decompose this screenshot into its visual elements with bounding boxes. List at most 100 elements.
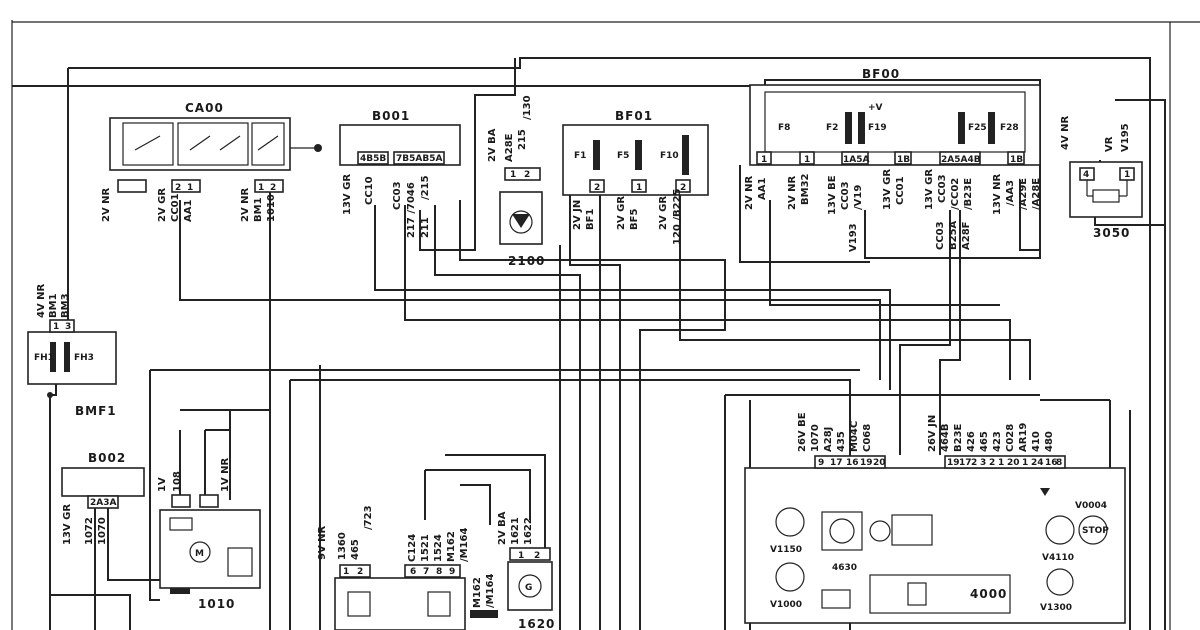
b001-wire-label: CC03 xyxy=(392,181,403,210)
cluster-wire-label: 423 xyxy=(992,431,1003,452)
bf00-wire-label: B25A xyxy=(948,220,959,250)
cluster-pin: 16 xyxy=(1045,458,1058,468)
b001-pins: 4B5B xyxy=(360,154,386,164)
ca00-pin: 2 xyxy=(175,183,181,193)
cluster-wire-label: B23E xyxy=(953,423,964,452)
bf00-wire-label: 13V GR xyxy=(924,169,935,210)
bf00-wire-label: AA1 xyxy=(757,178,768,200)
cluster-wire-label: C068 xyxy=(862,424,873,452)
bf00-pin: 1B xyxy=(1010,155,1023,165)
bf00-supply: +V xyxy=(868,103,883,113)
cluster-pin: 20 xyxy=(1007,458,1020,468)
ca00-wire-label: 2V GR xyxy=(157,188,168,222)
bf00-wire-label: CC03 xyxy=(937,174,948,203)
cluster-part-label: V1300 xyxy=(1040,603,1072,613)
connector9-pin: 7 xyxy=(423,567,429,577)
3050-pin: 1 xyxy=(1124,170,1130,180)
bf01-wire-label: 2V JN xyxy=(572,200,583,230)
cluster-wire-label: M04C xyxy=(849,421,860,452)
bf00-pin: 1B xyxy=(897,155,910,165)
connector9-pin: 1 xyxy=(343,567,349,577)
cluster-wire-label: 426 xyxy=(966,431,977,452)
connector9-wire-label: C124 xyxy=(407,534,418,562)
b001-wire-label: 211 xyxy=(420,217,431,238)
bf00-wire-label: /V19 xyxy=(853,185,864,210)
bf00-pin: 2A5A4B xyxy=(941,155,981,165)
b002-wire-label: 1070 xyxy=(97,517,108,545)
bf00-wire-label: /A28E xyxy=(1031,178,1042,210)
bf00-wire-label: 2V NR xyxy=(787,175,798,210)
cluster-wire-label: 480 xyxy=(1044,431,1055,452)
cluster-wire-label: 26V BE xyxy=(797,412,808,452)
bf00-wire-label: CC03 xyxy=(935,221,946,250)
bf00-pin: 1A5A xyxy=(843,155,869,165)
b001-wire-label: CC10 xyxy=(364,176,375,205)
1620-wire-label: 1621 xyxy=(510,517,521,545)
cluster-wire-label: 464B xyxy=(940,424,951,453)
b001-wire-label: /215 xyxy=(420,175,431,200)
2100-wire-label: 2V BA xyxy=(487,128,498,162)
cluster-pin: 16 xyxy=(846,458,859,468)
bf00-fuse: F2 xyxy=(826,123,838,133)
connector9-wire-label: /M164 xyxy=(485,573,496,608)
b002-pins: 2A3A xyxy=(90,498,116,508)
stop-badge: STOP xyxy=(1082,526,1109,536)
bmf1-fuse: FH1 xyxy=(34,353,54,363)
connector9-wire-label: 465 xyxy=(350,539,361,560)
cluster-part-label: V4110 xyxy=(1042,553,1074,563)
cluster-pin: 9 xyxy=(818,458,824,468)
bf00-wire-label: CC01 xyxy=(895,176,906,205)
bf00-wire-label: 13V NR xyxy=(992,173,1003,215)
bmf1-wire-label: BM1 xyxy=(48,293,59,318)
component-b002: B002 2A3A 13V GR 1072 1070 xyxy=(61,451,145,545)
3050-wire-label: 4V NR xyxy=(1060,115,1071,150)
cluster-pin: 3 xyxy=(980,458,986,468)
cluster-pin: 8 xyxy=(1056,458,1062,468)
bf01-pin: 2 xyxy=(594,183,600,193)
bf01-fuse: F1 xyxy=(574,151,586,161)
connector9-pin: 9 xyxy=(449,567,455,577)
ca00-pin: 1 xyxy=(187,183,193,193)
generator-g-icon: G xyxy=(525,583,532,593)
cluster-pin: 19 xyxy=(947,458,960,468)
cluster-pin: 2 xyxy=(989,458,995,468)
connector9-pin: 2 xyxy=(357,567,363,577)
bf00-fuse: F25 xyxy=(968,123,987,133)
connector9-wire-label: 1524 xyxy=(433,534,444,562)
b001-wire-label: 217 /7046 xyxy=(406,182,417,238)
bf00-wire-label: /AA3 xyxy=(1005,180,1016,206)
cluster-wire-label: 1070 xyxy=(810,424,821,452)
cluster-part-label: 4630 xyxy=(832,563,857,573)
cluster-pin: 17 xyxy=(830,458,843,468)
3050-wire-label: V195 xyxy=(1120,123,1131,152)
3050-wire-label: VR xyxy=(1104,136,1115,152)
cluster-wire-label: C028 xyxy=(1005,424,1016,452)
component-3050: 3050 4 1 4V NR V195 VR xyxy=(1060,115,1143,240)
component-bmf1: BMF1 FH1 FH3 1 3 4V NR BM1 BM3 xyxy=(27,283,117,418)
cluster-pin: 19 xyxy=(860,458,873,468)
cluster-pin: 1 xyxy=(998,458,1004,468)
1010-title: 1010 xyxy=(198,597,235,611)
component-bf01: BF01 F1 F5 F10 2 1 2 2V JN BF1 2V GR BF5… xyxy=(562,109,709,245)
cluster-pin: 20 xyxy=(873,458,886,468)
connector9-wire-label: M162 xyxy=(446,531,457,562)
bf01-wire-label: BF1 xyxy=(585,209,596,230)
ca00-pin: 2 xyxy=(270,183,276,193)
cluster-wire-label: 410 xyxy=(1031,431,1042,452)
component-2100: 2100 1 2 2V BA A28E 215 /130 xyxy=(487,95,544,268)
bf01-wire-label: 120 /B225 xyxy=(672,188,683,245)
ca00-wire-label: BM1 xyxy=(253,197,264,222)
b002-title: B002 xyxy=(88,451,126,465)
bf00-wire-label: 2V NR xyxy=(744,175,755,210)
b002-wire-label: 13V GR xyxy=(62,504,73,545)
bf00-wire-label: A28F xyxy=(961,222,972,251)
1620-wire-label: 1622 xyxy=(523,517,534,545)
bf01-wire-label: BF5 xyxy=(629,209,640,230)
component-cluster: 4000 V1150 4630 V1000 V4110 V0004 V1300 … xyxy=(744,412,1126,624)
ca00-wire-label: CC01 xyxy=(170,193,181,222)
bf01-wire-label: 2V GR xyxy=(616,196,627,230)
3050-title: 3050 xyxy=(1093,226,1130,240)
sheet-frame xyxy=(11,20,1200,630)
cluster-wire-label: 465 xyxy=(979,431,990,452)
cluster-part-label: V0004 xyxy=(1075,501,1107,511)
